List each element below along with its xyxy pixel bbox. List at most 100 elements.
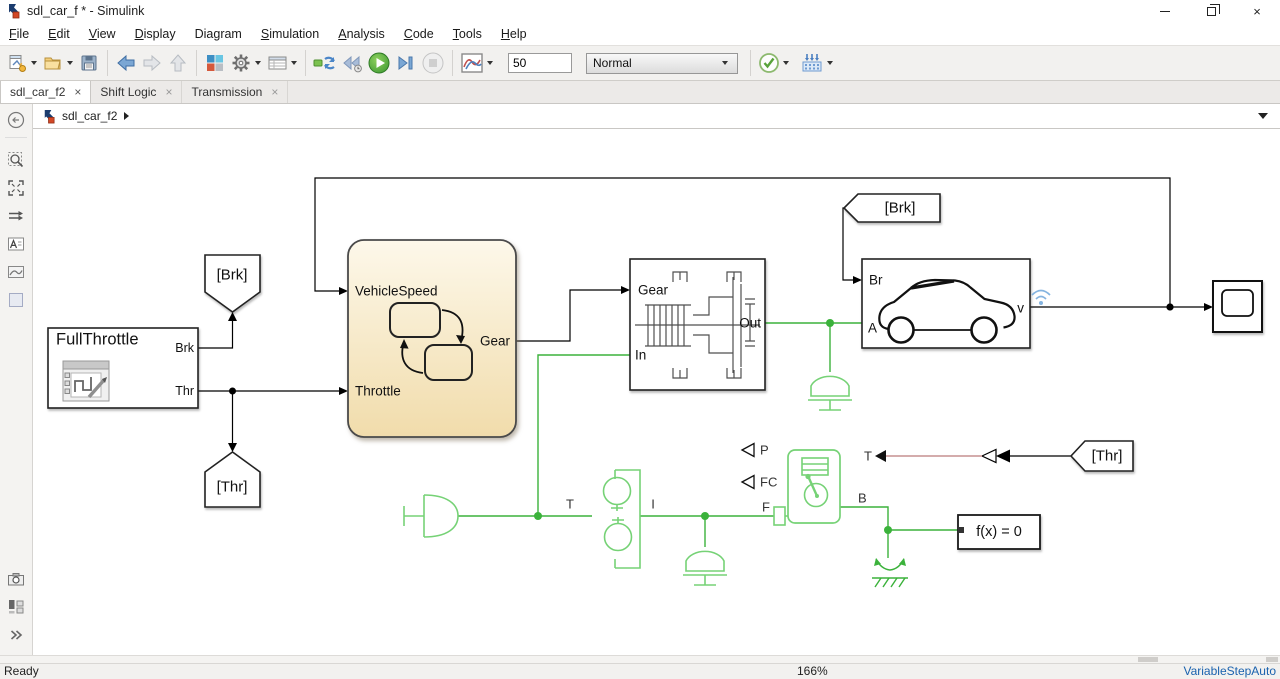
title-bar: sdl_car_f * - Simulink × xyxy=(0,0,1280,22)
run-icon xyxy=(367,51,391,75)
open-dropdown[interactable] xyxy=(67,61,73,65)
new-model-dropdown[interactable] xyxy=(31,61,37,65)
menu-view[interactable]: View xyxy=(89,27,116,41)
model-canvas[interactable]: FullThrottle Brk Thr [Brk] [Thr] Vehicle… xyxy=(33,129,1280,655)
menu-diagram[interactable]: Diagram xyxy=(195,27,242,41)
save-icon xyxy=(79,53,99,73)
scrollbar-corner xyxy=(1266,657,1278,662)
solver-status-link[interactable]: VariableStepAuto xyxy=(1183,664,1276,678)
restore-button[interactable] xyxy=(1188,0,1234,22)
open-button[interactable] xyxy=(40,49,66,77)
image-annotation-button[interactable] xyxy=(4,260,28,284)
sim-mode-select[interactable]: Normal xyxy=(586,53,738,74)
navigate-up-button[interactable] xyxy=(165,49,191,77)
port-label-brk: Brk xyxy=(175,341,194,355)
breadcrumb-model[interactable]: sdl_car_f2 xyxy=(62,109,117,123)
port-label-thr: Thr xyxy=(175,384,194,398)
model-settings-button[interactable] xyxy=(228,49,254,77)
minimize-button[interactable] xyxy=(1142,0,1188,22)
vehicle-br-label: Br xyxy=(869,273,883,288)
fit-to-view-button[interactable] xyxy=(4,176,28,200)
navigate-back-button[interactable] xyxy=(113,49,139,77)
tab-close-icon[interactable]: × xyxy=(271,85,278,99)
ground-mount-block[interactable] xyxy=(872,558,908,587)
engine-p-label: P xyxy=(760,443,769,458)
camera-icon xyxy=(7,570,25,588)
route-signals-button[interactable] xyxy=(4,204,28,228)
tab-close-icon[interactable]: × xyxy=(165,85,172,99)
navigate-forward-button[interactable] xyxy=(139,49,165,77)
simulation-display-button[interactable] xyxy=(458,49,486,77)
stop-icon xyxy=(421,51,445,75)
engine-block[interactable] xyxy=(774,450,840,525)
sim-stop-time-input[interactable] xyxy=(508,53,572,73)
housing-block-upper[interactable] xyxy=(808,376,852,410)
model-settings-dropdown[interactable] xyxy=(255,61,261,65)
wire-brk-to-goto[interactable] xyxy=(198,312,237,348)
tab-close-icon[interactable]: × xyxy=(74,85,81,99)
tab-transmission[interactable]: Transmission × xyxy=(182,81,288,103)
save-button[interactable] xyxy=(76,49,102,77)
menu-tools[interactable]: Tools xyxy=(453,27,482,41)
menu-code[interactable]: Code xyxy=(404,27,434,41)
step-forward-icon xyxy=(395,53,417,73)
model-explorer-dropdown[interactable] xyxy=(291,61,297,65)
vehicle-body-block[interactable] xyxy=(862,259,1030,348)
close-button[interactable]: × xyxy=(1234,0,1280,22)
physical-net-transmission-out[interactable] xyxy=(765,319,862,372)
menu-edit[interactable]: Edit xyxy=(48,27,70,41)
horizontal-scrollbar[interactable] xyxy=(0,655,1280,663)
update-model-button[interactable] xyxy=(798,49,826,77)
wire-thr[interactable] xyxy=(198,387,348,452)
new-model-button[interactable] xyxy=(4,49,30,77)
viewmarks-button[interactable] xyxy=(4,595,28,619)
model-advisor-dropdown[interactable] xyxy=(783,61,789,65)
scope-block[interactable] xyxy=(1213,281,1262,332)
step-forward-button[interactable] xyxy=(393,49,419,77)
housing-block-lower[interactable] xyxy=(683,551,727,585)
menu-simulation[interactable]: Simulation xyxy=(261,27,319,41)
goto-thr-label: [Thr] xyxy=(217,479,248,496)
flywheel-block[interactable] xyxy=(404,495,458,537)
physical-net-brake-line[interactable] xyxy=(840,507,958,558)
run-button[interactable] xyxy=(365,49,393,77)
model-explorer-button[interactable] xyxy=(264,49,290,77)
simulation-display-dropdown[interactable] xyxy=(487,61,493,65)
expand-palette-button[interactable] xyxy=(4,623,28,647)
menu-bar: File Edit View Display Diagram Simulatio… xyxy=(0,22,1280,45)
menu-help[interactable]: Help xyxy=(501,27,527,41)
status-bar: Ready 166% VariableStepAuto xyxy=(0,663,1280,679)
from-brk-label: [Brk] xyxy=(885,200,916,217)
stop-button[interactable] xyxy=(419,49,447,77)
wire-v-to-scope[interactable] xyxy=(1030,303,1213,311)
tab-label: Transmission xyxy=(191,85,262,99)
transmission-out-label: Out xyxy=(739,316,761,331)
tab-sdl-car-f2[interactable]: sdl_car_f2 × xyxy=(0,81,91,103)
torque-converter-block[interactable] xyxy=(604,470,641,568)
vehicle-v-label: v xyxy=(1017,301,1024,316)
document-tabs: sdl_car_f2 × Shift Logic × Transmission … xyxy=(0,81,1280,104)
library-browser-button[interactable] xyxy=(202,49,228,77)
menu-analysis[interactable]: Analysis xyxy=(338,27,385,41)
double-arrow-icon xyxy=(7,207,25,225)
model-advisor-button[interactable] xyxy=(756,49,782,77)
hide-explorer-bar-button[interactable] xyxy=(4,108,28,132)
screenshot-button[interactable] xyxy=(4,567,28,591)
breadcrumb-dropdown-icon[interactable] xyxy=(1258,113,1268,119)
goto-brk-tag[interactable] xyxy=(205,255,260,312)
torque-converter-t-label: T xyxy=(566,497,574,512)
update-model-dropdown[interactable] xyxy=(827,61,833,65)
update-diagram-button[interactable] xyxy=(311,49,339,77)
tab-shift-logic[interactable]: Shift Logic × xyxy=(91,81,182,103)
wire-fromthr-to-engine[interactable] xyxy=(875,450,1071,463)
scrollbar-thumb[interactable] xyxy=(1138,657,1158,662)
zoom-region-button[interactable] xyxy=(4,148,28,172)
menu-file[interactable]: File xyxy=(9,27,29,41)
wire-gear[interactable] xyxy=(516,286,630,341)
tab-label: sdl_car_f2 xyxy=(10,85,65,99)
area-box-button[interactable] xyxy=(4,288,28,312)
step-back-button[interactable] xyxy=(339,49,365,77)
minimize-icon xyxy=(1160,11,1170,12)
menu-display[interactable]: Display xyxy=(135,27,176,41)
annotation-button[interactable] xyxy=(4,232,28,256)
